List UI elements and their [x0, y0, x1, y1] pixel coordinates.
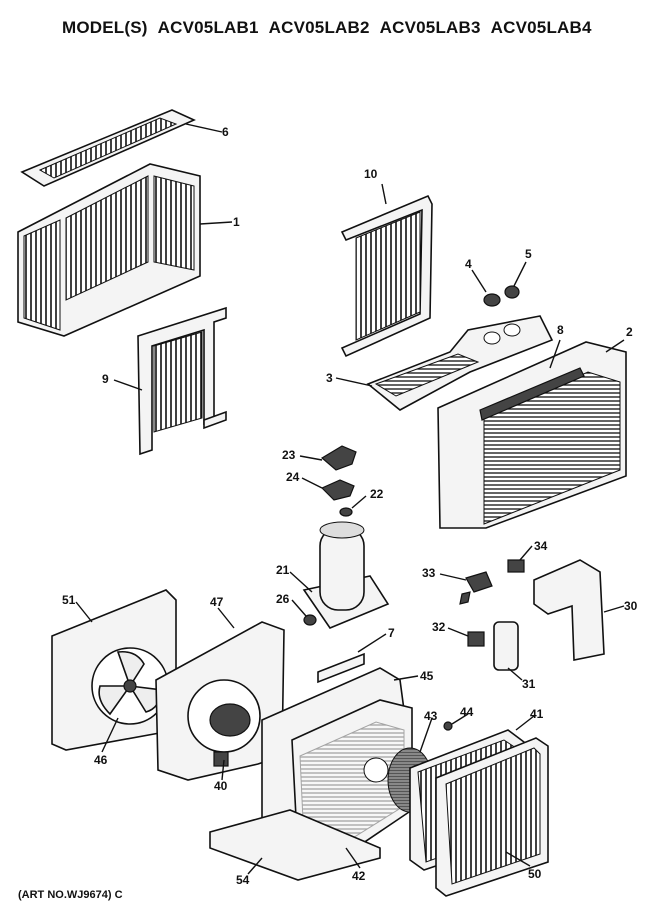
callout-51: 51: [62, 593, 76, 607]
part-compressor: [302, 521, 390, 629]
part-side-panel-right: [340, 194, 433, 358]
callout-32: 32: [432, 620, 446, 634]
callout-6: 6: [222, 125, 229, 139]
part-capacitor: [467, 621, 519, 671]
model-number-2: ACV05LAB2: [268, 18, 370, 37]
callout-47: 47: [210, 595, 224, 609]
part-base-pan: [209, 809, 381, 881]
part-screw: [443, 721, 453, 731]
part-control-panel: [366, 315, 554, 411]
part-filter: [435, 737, 549, 897]
callout-3: 3: [326, 371, 333, 385]
part-cabinet: [17, 163, 201, 337]
model-prefix: MODEL(S): [62, 18, 148, 37]
callout-7: 7: [388, 626, 395, 640]
callout-4: 4: [465, 257, 472, 271]
callout-30: 30: [624, 599, 638, 613]
callout-10: 10: [364, 167, 378, 181]
callout-23: 23: [282, 448, 296, 462]
callout-22: 22: [370, 487, 384, 501]
model-number-4: ACV05LAB4: [490, 18, 592, 37]
callout-43: 43: [424, 709, 438, 723]
callout-8: 8: [557, 323, 564, 337]
callout-40: 40: [214, 779, 228, 793]
part-top-cover: [20, 109, 196, 187]
part-small-components: [320, 445, 357, 517]
callout-26: 26: [276, 592, 290, 606]
callout-9: 9: [102, 372, 109, 386]
model-number-3: ACV05LAB3: [379, 18, 481, 37]
callout-labels: 6 1 9 10 4 5 8 2 3 23 24 22 21 26 7 34 3…: [62, 125, 638, 887]
callout-2: 2: [626, 325, 633, 339]
callout-44: 44: [460, 705, 474, 719]
callout-34: 34: [534, 539, 548, 553]
callout-42: 42: [352, 869, 366, 883]
callout-21: 21: [276, 563, 290, 577]
callout-1: 1: [233, 215, 240, 229]
callout-54: 54: [236, 873, 250, 887]
part-control-cover: [533, 559, 605, 661]
part-overload: [459, 559, 525, 605]
part-knobs: [483, 285, 520, 307]
callout-46: 46: [94, 753, 108, 767]
callout-41: 41: [530, 707, 544, 721]
callout-24: 24: [286, 470, 300, 484]
part-side-panel: [137, 306, 227, 456]
part-condenser-shroud: [51, 589, 177, 751]
callout-5: 5: [525, 247, 532, 261]
callout-50: 50: [528, 867, 542, 881]
model-number-1: ACV05LAB1: [157, 18, 259, 37]
callout-45: 45: [420, 669, 434, 683]
leader-lines: [75, 123, 625, 875]
model-header: MODEL(S) ACV05LAB1 ACV05LAB2 ACV05LAB3 ACV05…: [62, 18, 602, 38]
art-number: (ART NO.WJ9674) C: [18, 889, 123, 901]
callout-31: 31: [522, 677, 536, 691]
callout-33: 33: [422, 566, 436, 580]
part-front-cabinet: [437, 341, 627, 529]
